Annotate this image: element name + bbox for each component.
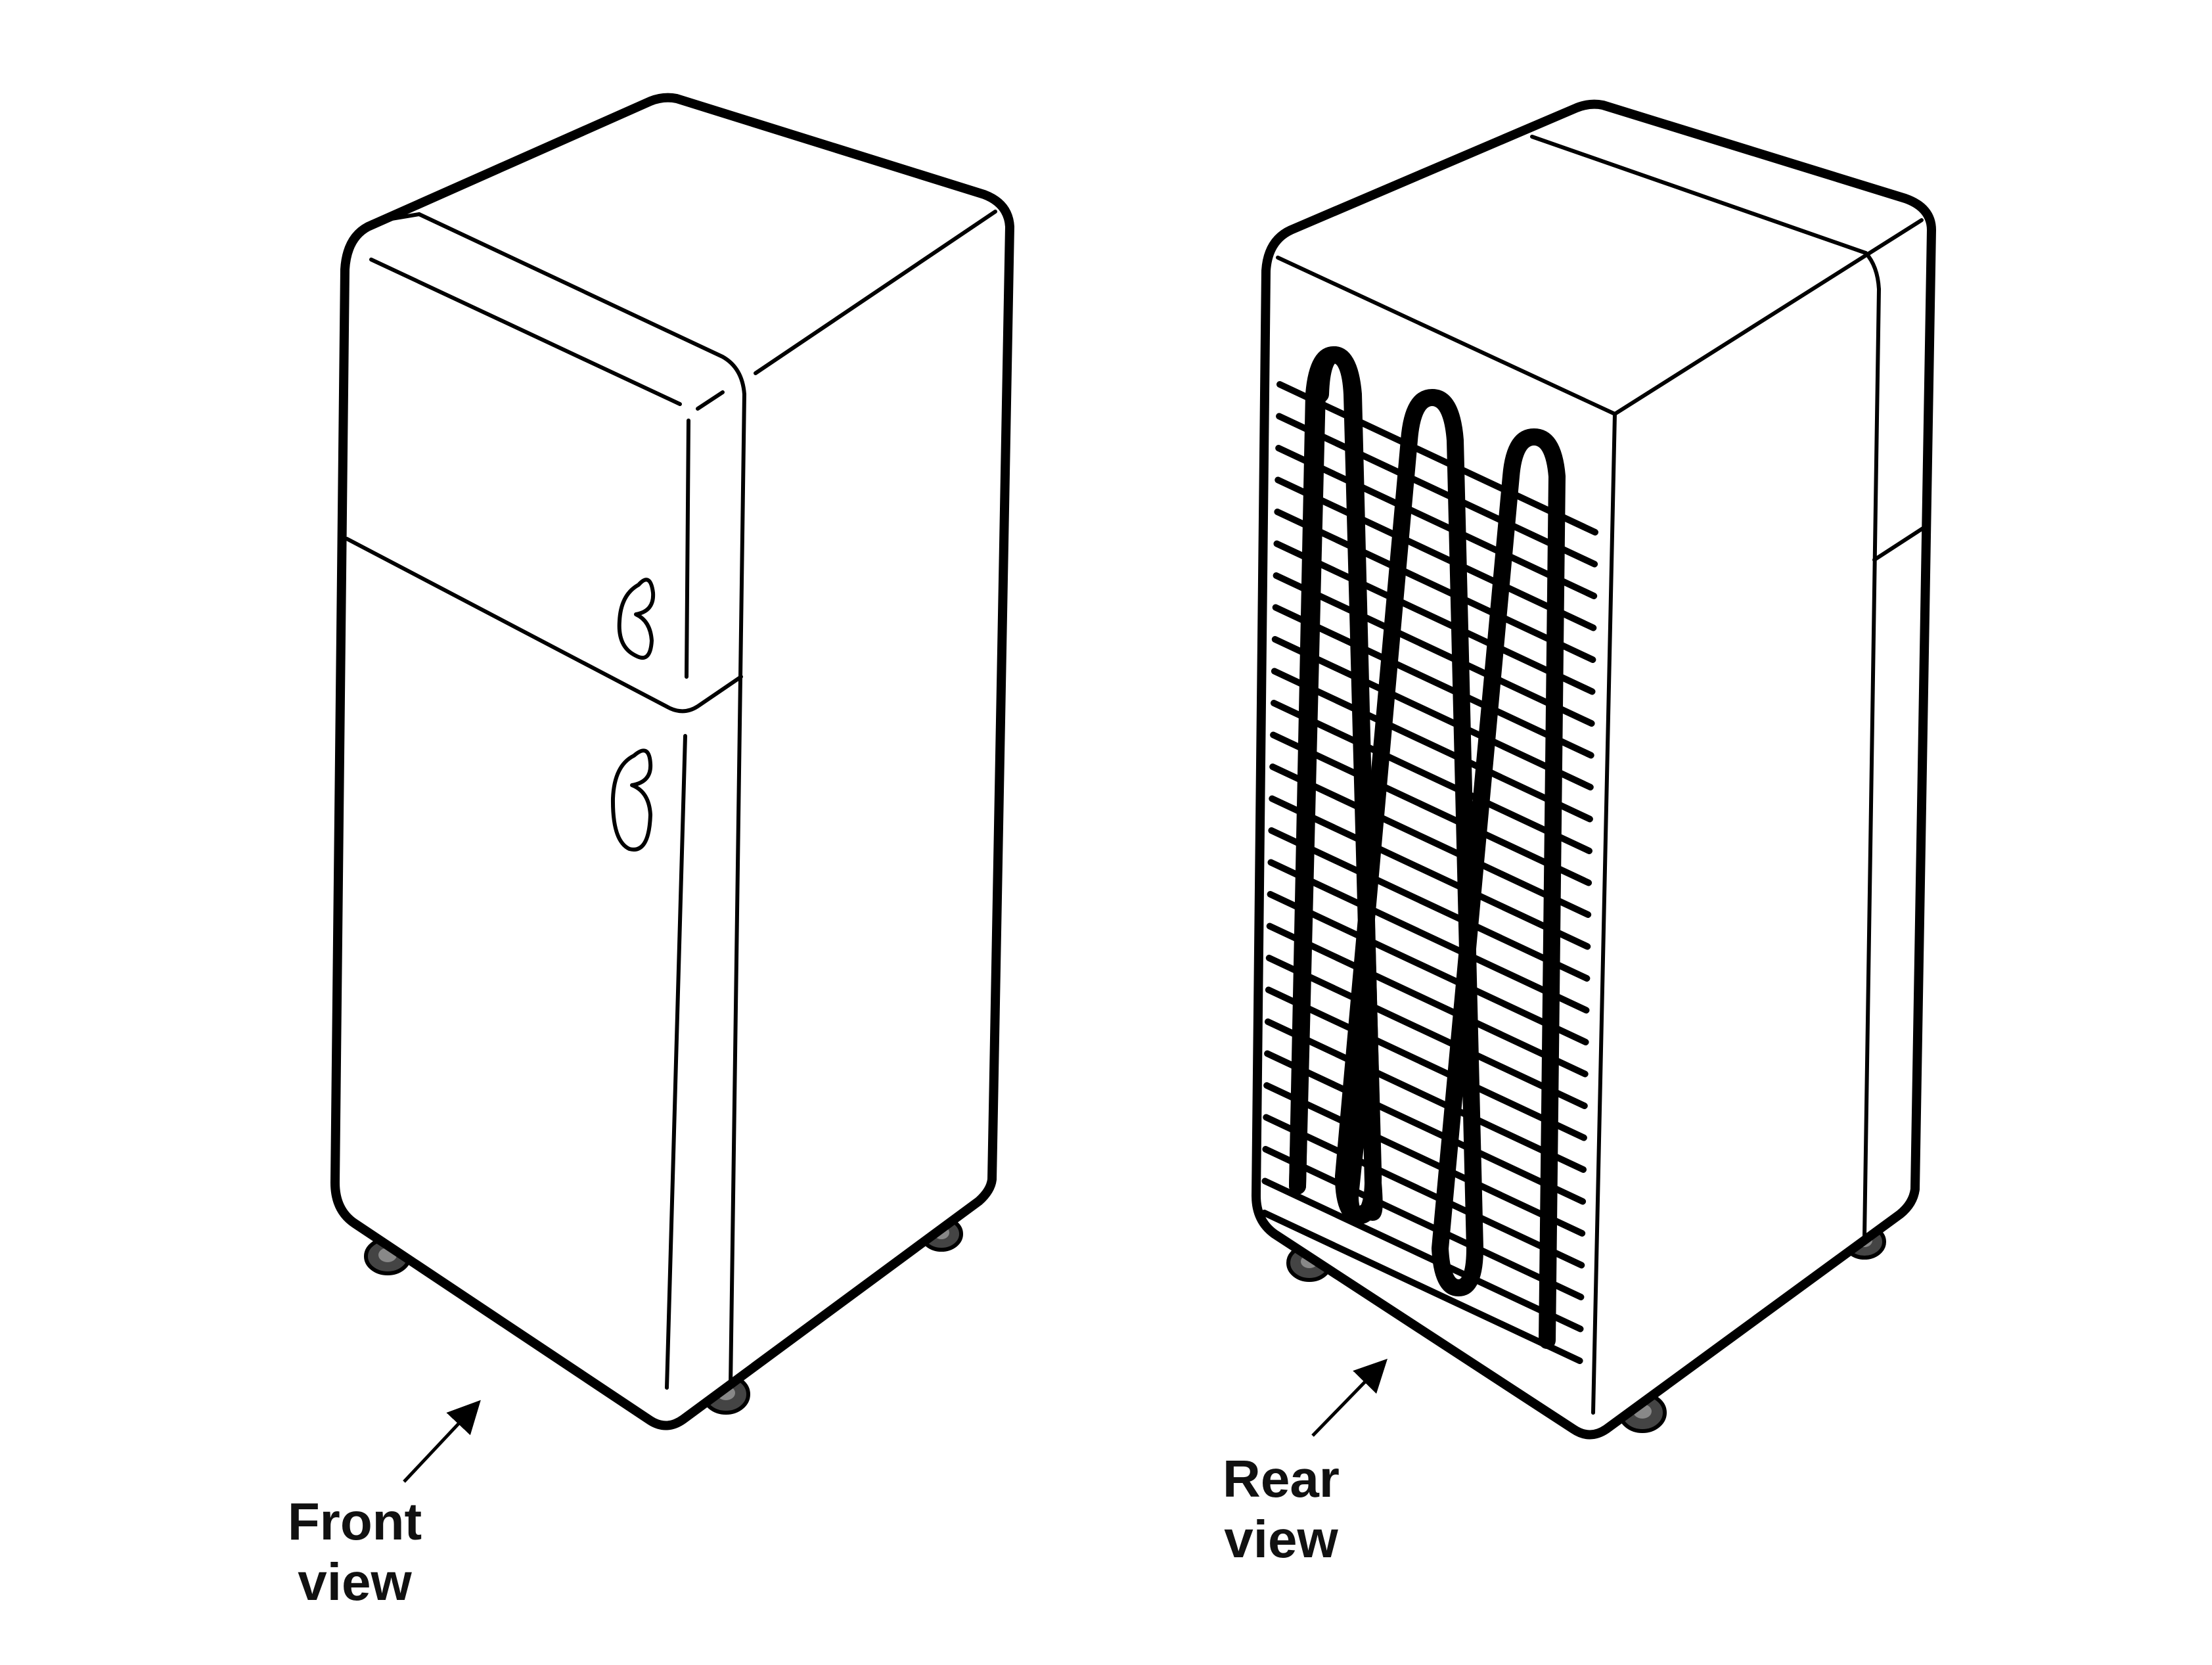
front-view-label-line1: Front: [287, 1492, 422, 1551]
condenser-fin: [1261, 1177, 1584, 1333]
condenser-fins: [1261, 381, 1598, 1364]
condenser-fin: [1276, 413, 1598, 568]
condenser-fin: [1265, 986, 1587, 1141]
condenser-fin: [1262, 1146, 1585, 1300]
condenser-fin: [1269, 764, 1592, 918]
condenser-fin: [1275, 476, 1597, 631]
condenser-fin: [1271, 668, 1593, 823]
lower-door-handle: [610, 748, 653, 852]
refrigerator-front-icon: [330, 93, 1014, 1430]
condenser-fin: [1265, 1018, 1587, 1173]
condenser-fin: [1271, 636, 1594, 790]
rear-view-label-line2: view: [1224, 1510, 1338, 1568]
rear-view-label: Rear view: [1189, 1449, 1373, 1570]
condenser-fin: [1266, 923, 1589, 1078]
fridge-outline: [330, 93, 1014, 1430]
condenser-fin: [1273, 540, 1596, 695]
pointer-arrow-icon: [1311, 1358, 1388, 1437]
condenser-fin: [1263, 1114, 1585, 1269]
condenser-fin: [1273, 572, 1595, 727]
upper-door-handle: [617, 578, 656, 660]
condenser-fin: [1264, 1050, 1587, 1205]
condenser-fin: [1275, 445, 1598, 599]
condenser-fin: [1270, 731, 1592, 886]
front-view-label-line2: view: [298, 1553, 412, 1611]
condenser-fin: [1274, 509, 1596, 663]
condenser-fin: [1272, 604, 1594, 759]
condenser-fin: [1271, 700, 1592, 854]
condenser-fin: [1276, 381, 1598, 536]
condenser-fin: [1265, 955, 1588, 1109]
rear-view-label-line1: Rear: [1223, 1449, 1340, 1508]
condenser-fin: [1263, 1082, 1586, 1237]
condenser-fin: [1269, 795, 1591, 950]
condenser-fin: [1268, 827, 1591, 982]
front-view-label: Front view: [263, 1492, 447, 1612]
condenser-fin: [1267, 891, 1589, 1045]
refrigerator-rear-icon: [1252, 99, 1936, 1440]
pointer-arrow-icon: [403, 1400, 481, 1483]
condenser-fin: [1267, 859, 1590, 1014]
condenser-fin: [1261, 1210, 1583, 1364]
